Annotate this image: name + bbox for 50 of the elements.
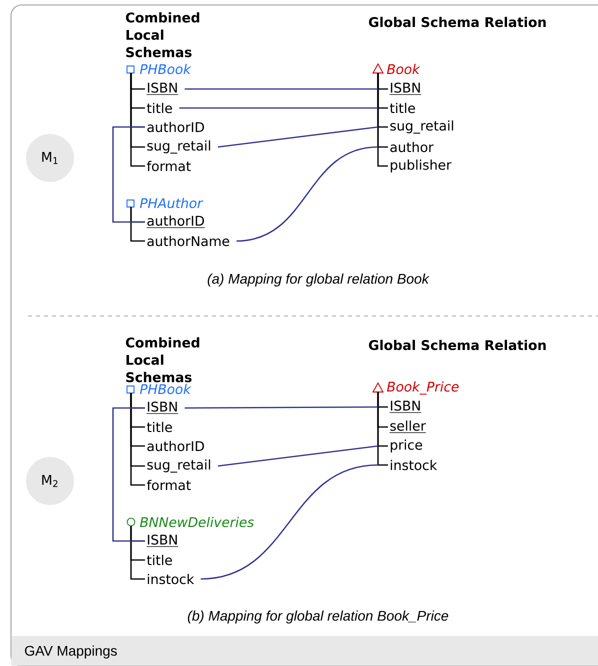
column-heading: Combined Local Schemas (126, 12, 200, 58)
attribute-name: authorID (146, 216, 205, 228)
attribute-name: ISBN (389, 400, 422, 413)
attribute-name: instock (390, 460, 438, 470)
mapping-line (184, 406, 378, 409)
attribute-name: sug_retail (147, 140, 210, 154)
tree-line (377, 73, 388, 167)
mapping-line (184, 88, 378, 90)
attribute-name: format (146, 480, 191, 490)
join-line (112, 126, 145, 223)
relation-name: BNNewDeliveries (126, 516, 254, 528)
attribute-name: ISBN (389, 82, 422, 95)
attribute-name: publisher (390, 160, 452, 172)
tree-line (377, 392, 388, 466)
relation-name: PHAuthor (126, 198, 204, 208)
attribute-name: title (146, 102, 172, 114)
attribute-name: title (146, 554, 172, 566)
attribute-name: authorID (147, 440, 204, 452)
join-line (112, 407, 145, 542)
relation-name: PHBook (126, 384, 192, 394)
attribute-name: format (146, 160, 191, 172)
tree-line (130, 73, 145, 167)
attribute-name: ISBN (146, 402, 178, 414)
attribute-name: instock (148, 574, 194, 584)
column-heading: Combined Local Schemas (126, 337, 200, 382)
relation-name: PHBook (126, 64, 192, 74)
attribute-name: ISBN (146, 82, 178, 95)
column-heading: Global Schema Relation (368, 340, 546, 350)
mapping-line (179, 107, 378, 109)
panel-caption: (a) Mapping for global relation Book (208, 273, 430, 287)
attribute-name: seller (389, 420, 426, 433)
attribute-name: sug_retail (390, 120, 454, 134)
attribute-name: sug_retail (147, 459, 210, 473)
panel-caption: (b) Mapping for global relation Book_Price (188, 610, 448, 624)
attribute-name: price (390, 440, 422, 452)
attribute-name: authorName (147, 236, 230, 246)
column-heading: Global Schema Relation (368, 16, 546, 28)
mapping-line (218, 445, 378, 467)
tree-line (130, 207, 145, 242)
mapping-line (236, 146, 378, 242)
attribute-name: title (146, 422, 172, 432)
mapping-line (200, 464, 378, 580)
tree-line (130, 526, 145, 580)
attribute-name: title (390, 102, 415, 114)
attribute-name: author (390, 142, 434, 152)
footer-bar: GAV Mappings (11, 636, 598, 666)
attribute-name: ISBN (146, 534, 178, 547)
attribute-name: authorID (147, 122, 204, 132)
mapping-line (218, 126, 378, 148)
tree-line (130, 393, 145, 486)
